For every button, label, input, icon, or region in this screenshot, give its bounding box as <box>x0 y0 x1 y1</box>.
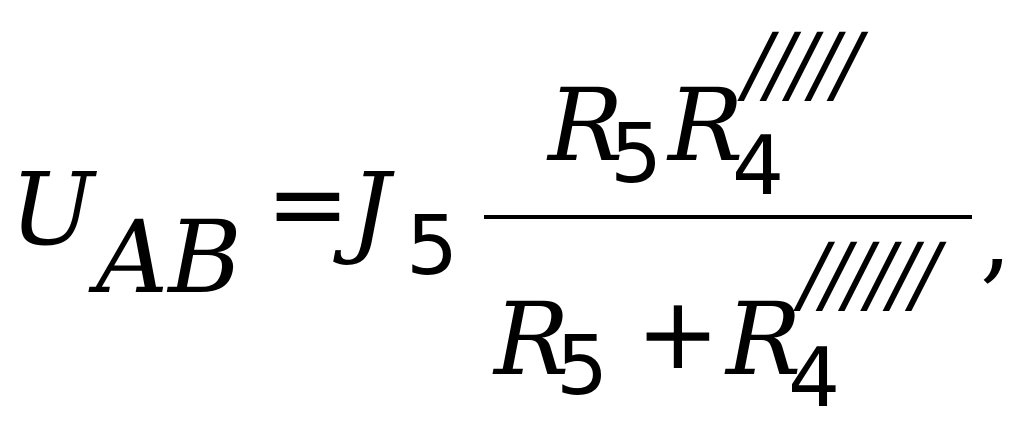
numerator-r5-symbol: R <box>548 67 624 184</box>
denominator-r4-subscript: 4 <box>788 331 841 426</box>
trailing-comma: , <box>980 177 1012 294</box>
numerator-r4-subscript: 4 <box>732 119 785 214</box>
denominator-r4-superscript: ////// <box>800 225 940 323</box>
voltage-symbol: U <box>10 151 95 268</box>
equals-sign: = <box>266 145 350 262</box>
voltage-subscript: AB <box>96 199 242 316</box>
current-source-symbol: J <box>350 151 391 268</box>
denominator-r5-symbol: R <box>494 281 570 398</box>
fraction-bar <box>484 215 972 219</box>
denominator-r5-subscript: 5 <box>556 319 609 414</box>
current-source-subscript: 5 <box>406 199 459 294</box>
numerator-r4-superscript: ///// <box>744 15 861 113</box>
numerator-r4-symbol: R <box>668 67 744 184</box>
denominator-r4-symbol: R <box>726 281 802 398</box>
plus-sign: + <box>636 275 720 392</box>
numerator-r5-subscript: 5 <box>610 107 663 202</box>
